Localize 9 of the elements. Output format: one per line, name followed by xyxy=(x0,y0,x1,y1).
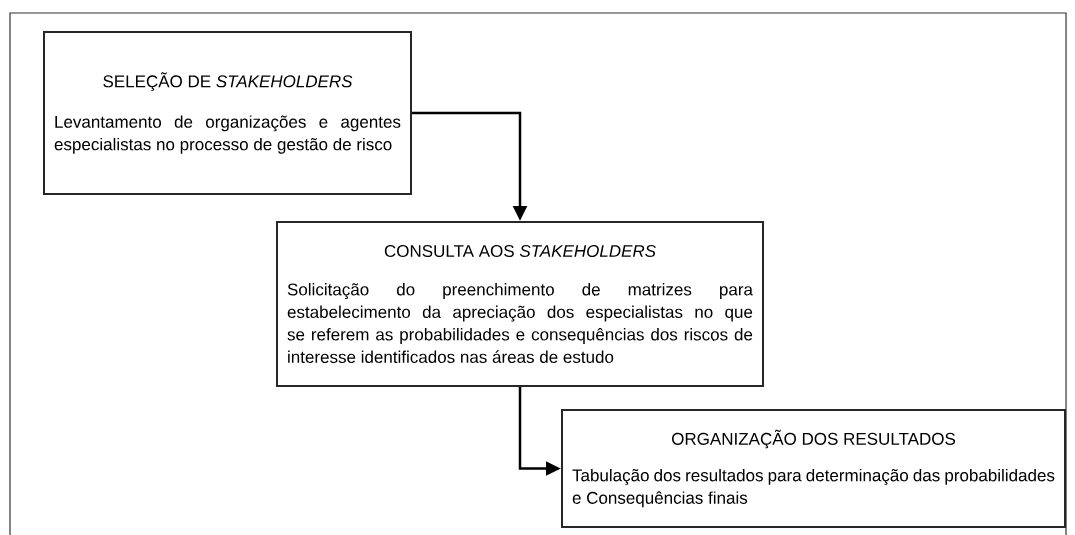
process-box xyxy=(43,31,412,195)
process-box xyxy=(276,221,764,387)
box-heading: SELEÇÃO DE STAKEHOLDERS xyxy=(103,72,353,91)
box-text: Solicitação do preenchimento de matrizes para estabelecimento da apreciação dos especialistas no que se referem as probabilidades e consequências dos riscos de interesse identificados nas áreas de estudo xyxy=(287,283,753,364)
box-heading: CONSULTA AOS STAKEHOLDERS xyxy=(384,245,656,258)
box-heading: ORGANIZAÇÃO DOS RESULTADOS xyxy=(672,429,956,449)
box-text: Tabulação dos resultados para determinação das probabilidades e Consequências finais xyxy=(572,468,1055,508)
process-box xyxy=(561,409,1066,528)
box-text: Levantamento de organizações e agentes especialistas no processo de gestão de risco xyxy=(54,115,401,154)
